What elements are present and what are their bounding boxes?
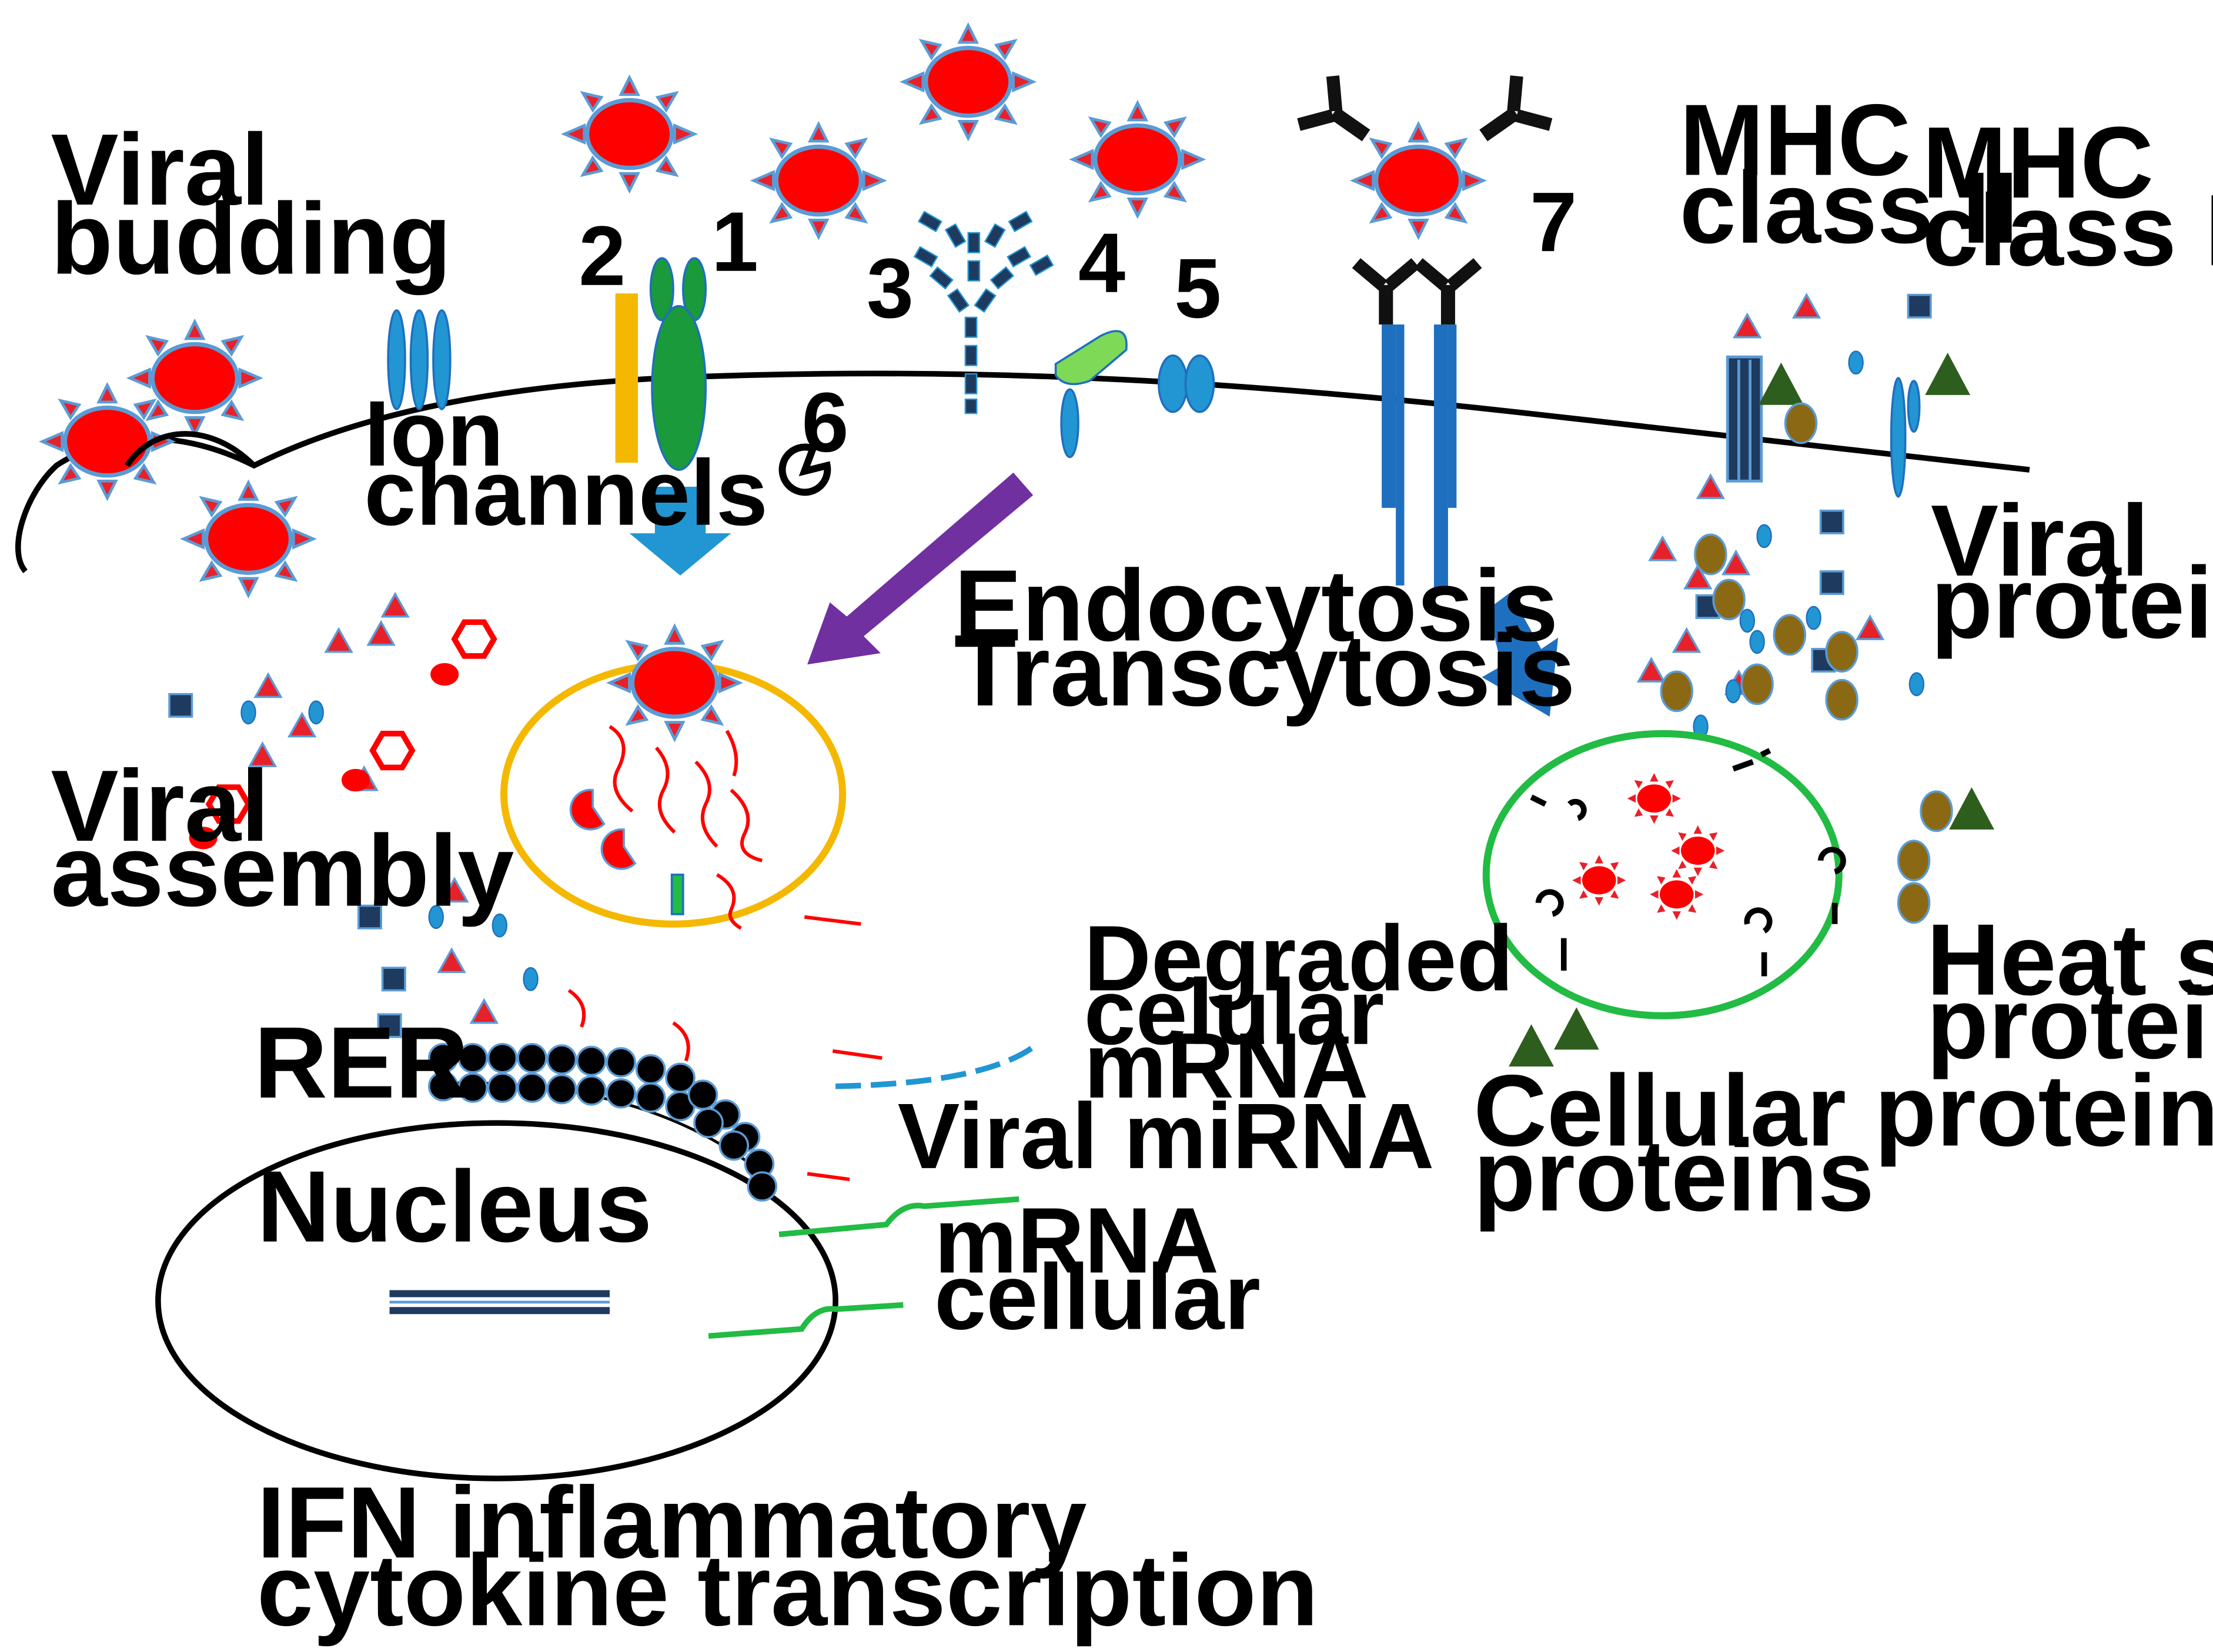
hsp-icon	[1759, 362, 1804, 405]
label-rer: RER	[254, 1006, 469, 1119]
mhc-class-ii-icon	[1726, 355, 1763, 483]
label-ion-channels: Ion channels	[364, 382, 768, 545]
virion-icon	[903, 25, 1033, 138]
ion-channel-icon	[387, 309, 452, 410]
label-mrna-cellular: mRNA cellular	[934, 1189, 1261, 1349]
receptor-6-icon	[778, 443, 831, 496]
hsp-icon	[1553, 1007, 1599, 1050]
label-viral-mirna: Viral miRNA	[898, 1084, 1435, 1188]
virion-icon	[1072, 103, 1202, 216]
arrow-down-blue-right	[1482, 592, 1559, 717]
viral-peptide-icon	[1733, 313, 1761, 339]
endosome-receptor-icon	[600, 828, 637, 870]
receptor-3-icon	[913, 210, 1054, 414]
dna-icon	[389, 1290, 610, 1315]
degraded-mrna-line	[835, 1041, 1039, 1089]
mrna-cellular-line	[778, 1196, 1019, 1238]
endosome-receptor-icon	[569, 788, 606, 831]
label-receptor-2: 2	[579, 209, 626, 303]
antibody-icon	[1464, 69, 1557, 163]
rer-icon	[427, 1042, 778, 1202]
label-receptor-1: 1	[711, 195, 758, 289]
label-viral-proteins: Viral proteins	[1931, 484, 2213, 660]
label-heat-shock-proteins: Heat shock proteins	[1927, 903, 2213, 1080]
mhc-class-i-icon	[1890, 377, 1921, 498]
label-ifn-transcription: IFN inflammatory cytokine transcription	[257, 1466, 1318, 1647]
budding-virion-icon	[130, 322, 260, 434]
label-cellular-proteins: Cellular proteins proteins	[1473, 1054, 2213, 1232]
endosome-contents	[609, 725, 861, 930]
viral-mirna-strands	[567, 989, 882, 1182]
virion-icon	[564, 78, 694, 190]
viral-assembly-cluster	[168, 593, 494, 850]
antibody-icon	[1352, 258, 1420, 325]
viral-protein-icon	[1784, 402, 1818, 444]
label-receptor-7: 7	[1530, 175, 1577, 269]
nucleus	[155, 1120, 838, 1482]
hsp-icon	[1925, 352, 1971, 395]
endosome-virion-icon	[610, 626, 740, 739]
phagosome-contents	[1530, 748, 1846, 977]
receptor-4-icon	[1054, 330, 1128, 459]
label-viral-budding: Viral budding	[51, 113, 451, 296]
viral-peptide-icon	[1793, 293, 1821, 319]
endosome-receptor-icon	[670, 873, 684, 915]
antibody-icon	[1292, 69, 1386, 163]
label-viral-assembly: Viral assembly	[51, 749, 514, 927]
receptor-5-icon	[1158, 354, 1215, 413]
label-receptor-5: 5	[1174, 241, 1221, 336]
label-receptor-4: 4	[1078, 216, 1125, 310]
receptor-7-icon	[1382, 324, 1457, 593]
mrna-cellular-line	[708, 1302, 904, 1339]
label-receptor-6: 6	[801, 375, 848, 470]
viral-peptide-icon	[1848, 350, 1864, 375]
antibody-icon	[1414, 258, 1482, 325]
viral-peptide-icon	[1907, 293, 1932, 319]
label-mhc-class-i: MHC class I	[1922, 106, 2213, 287]
virion-icon	[754, 124, 884, 237]
label-endocytosis: Endocytosis Transcytosis	[954, 549, 1587, 727]
label-degraded-mrna: Degraded celular mRNA	[1084, 907, 1540, 1118]
label-receptor-3: 3	[867, 241, 914, 336]
virion-icon	[1353, 124, 1483, 237]
budding-virion-icon	[183, 483, 313, 596]
label-mhc-class-ii: MHC class II	[1680, 83, 2019, 265]
label-nucleus: Nucleus	[257, 1150, 652, 1263]
receptor-2-icon	[615, 293, 639, 463]
phagosome	[1482, 730, 1843, 1019]
viral-protein-cluster	[1637, 474, 1925, 739]
budding-membrane	[125, 431, 256, 468]
arrow-purple	[807, 472, 1034, 665]
receptor-1-icon	[649, 257, 707, 471]
